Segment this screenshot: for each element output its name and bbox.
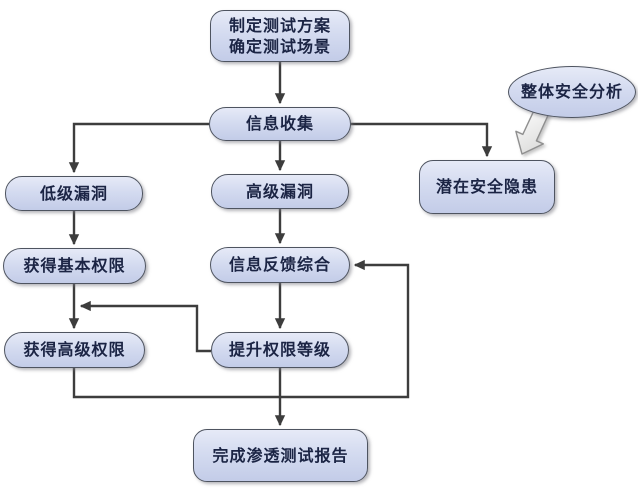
node-label: 获得高级权限 — [23, 340, 126, 360]
node-label: 低级漏洞 — [39, 183, 108, 203]
node-label: 高级漏洞 — [245, 181, 314, 201]
node-label: 整体安全分析 — [520, 82, 623, 102]
node-label: 提升权限等级 — [228, 340, 331, 360]
node-high-level-vulnerabilities: 高级漏洞 — [211, 174, 349, 209]
node-gain-basic-privileges: 获得基本权限 — [3, 248, 146, 284]
edge-advpriv-to-feedback-loop — [72, 259, 410, 399]
node-final-pentest-report: 完成渗透测试报告 — [193, 429, 368, 482]
node-info-feedback-synthesis: 信息反馈综合 — [210, 247, 350, 283]
node-label: 信息反馈综合 — [228, 255, 331, 275]
node-label: 完成渗透测试报告 — [212, 445, 349, 465]
node-label-line1: 制定测试方案 — [228, 15, 331, 35]
node-low-level-vulnerabilities: 低级漏洞 — [5, 176, 143, 211]
node-label: 信息收集 — [245, 114, 314, 134]
node-label: 潜在安全隐患 — [435, 177, 538, 197]
edge-infogathering-to-lowvuln — [68, 122, 209, 174]
edge-escalate-to-advpriv-loop — [79, 300, 211, 353]
edge-infogathering-to-potentialrisk — [351, 122, 493, 158]
node-define-test-plan: 制定测试方案 确定测试场景 — [210, 10, 350, 62]
node-potential-security-risks: 潜在安全隐患 — [419, 160, 555, 214]
node-gain-advanced-privileges: 获得高级权限 — [4, 332, 145, 368]
node-info-gathering: 信息收集 — [209, 107, 351, 141]
ellipse-overall-security-analysis: 整体安全分析 — [508, 66, 636, 118]
node-label-line2: 确定测试场景 — [228, 37, 331, 56]
node-privilege-escalation: 提升权限等级 — [211, 332, 349, 368]
node-label: 获得基本权限 — [23, 256, 126, 276]
